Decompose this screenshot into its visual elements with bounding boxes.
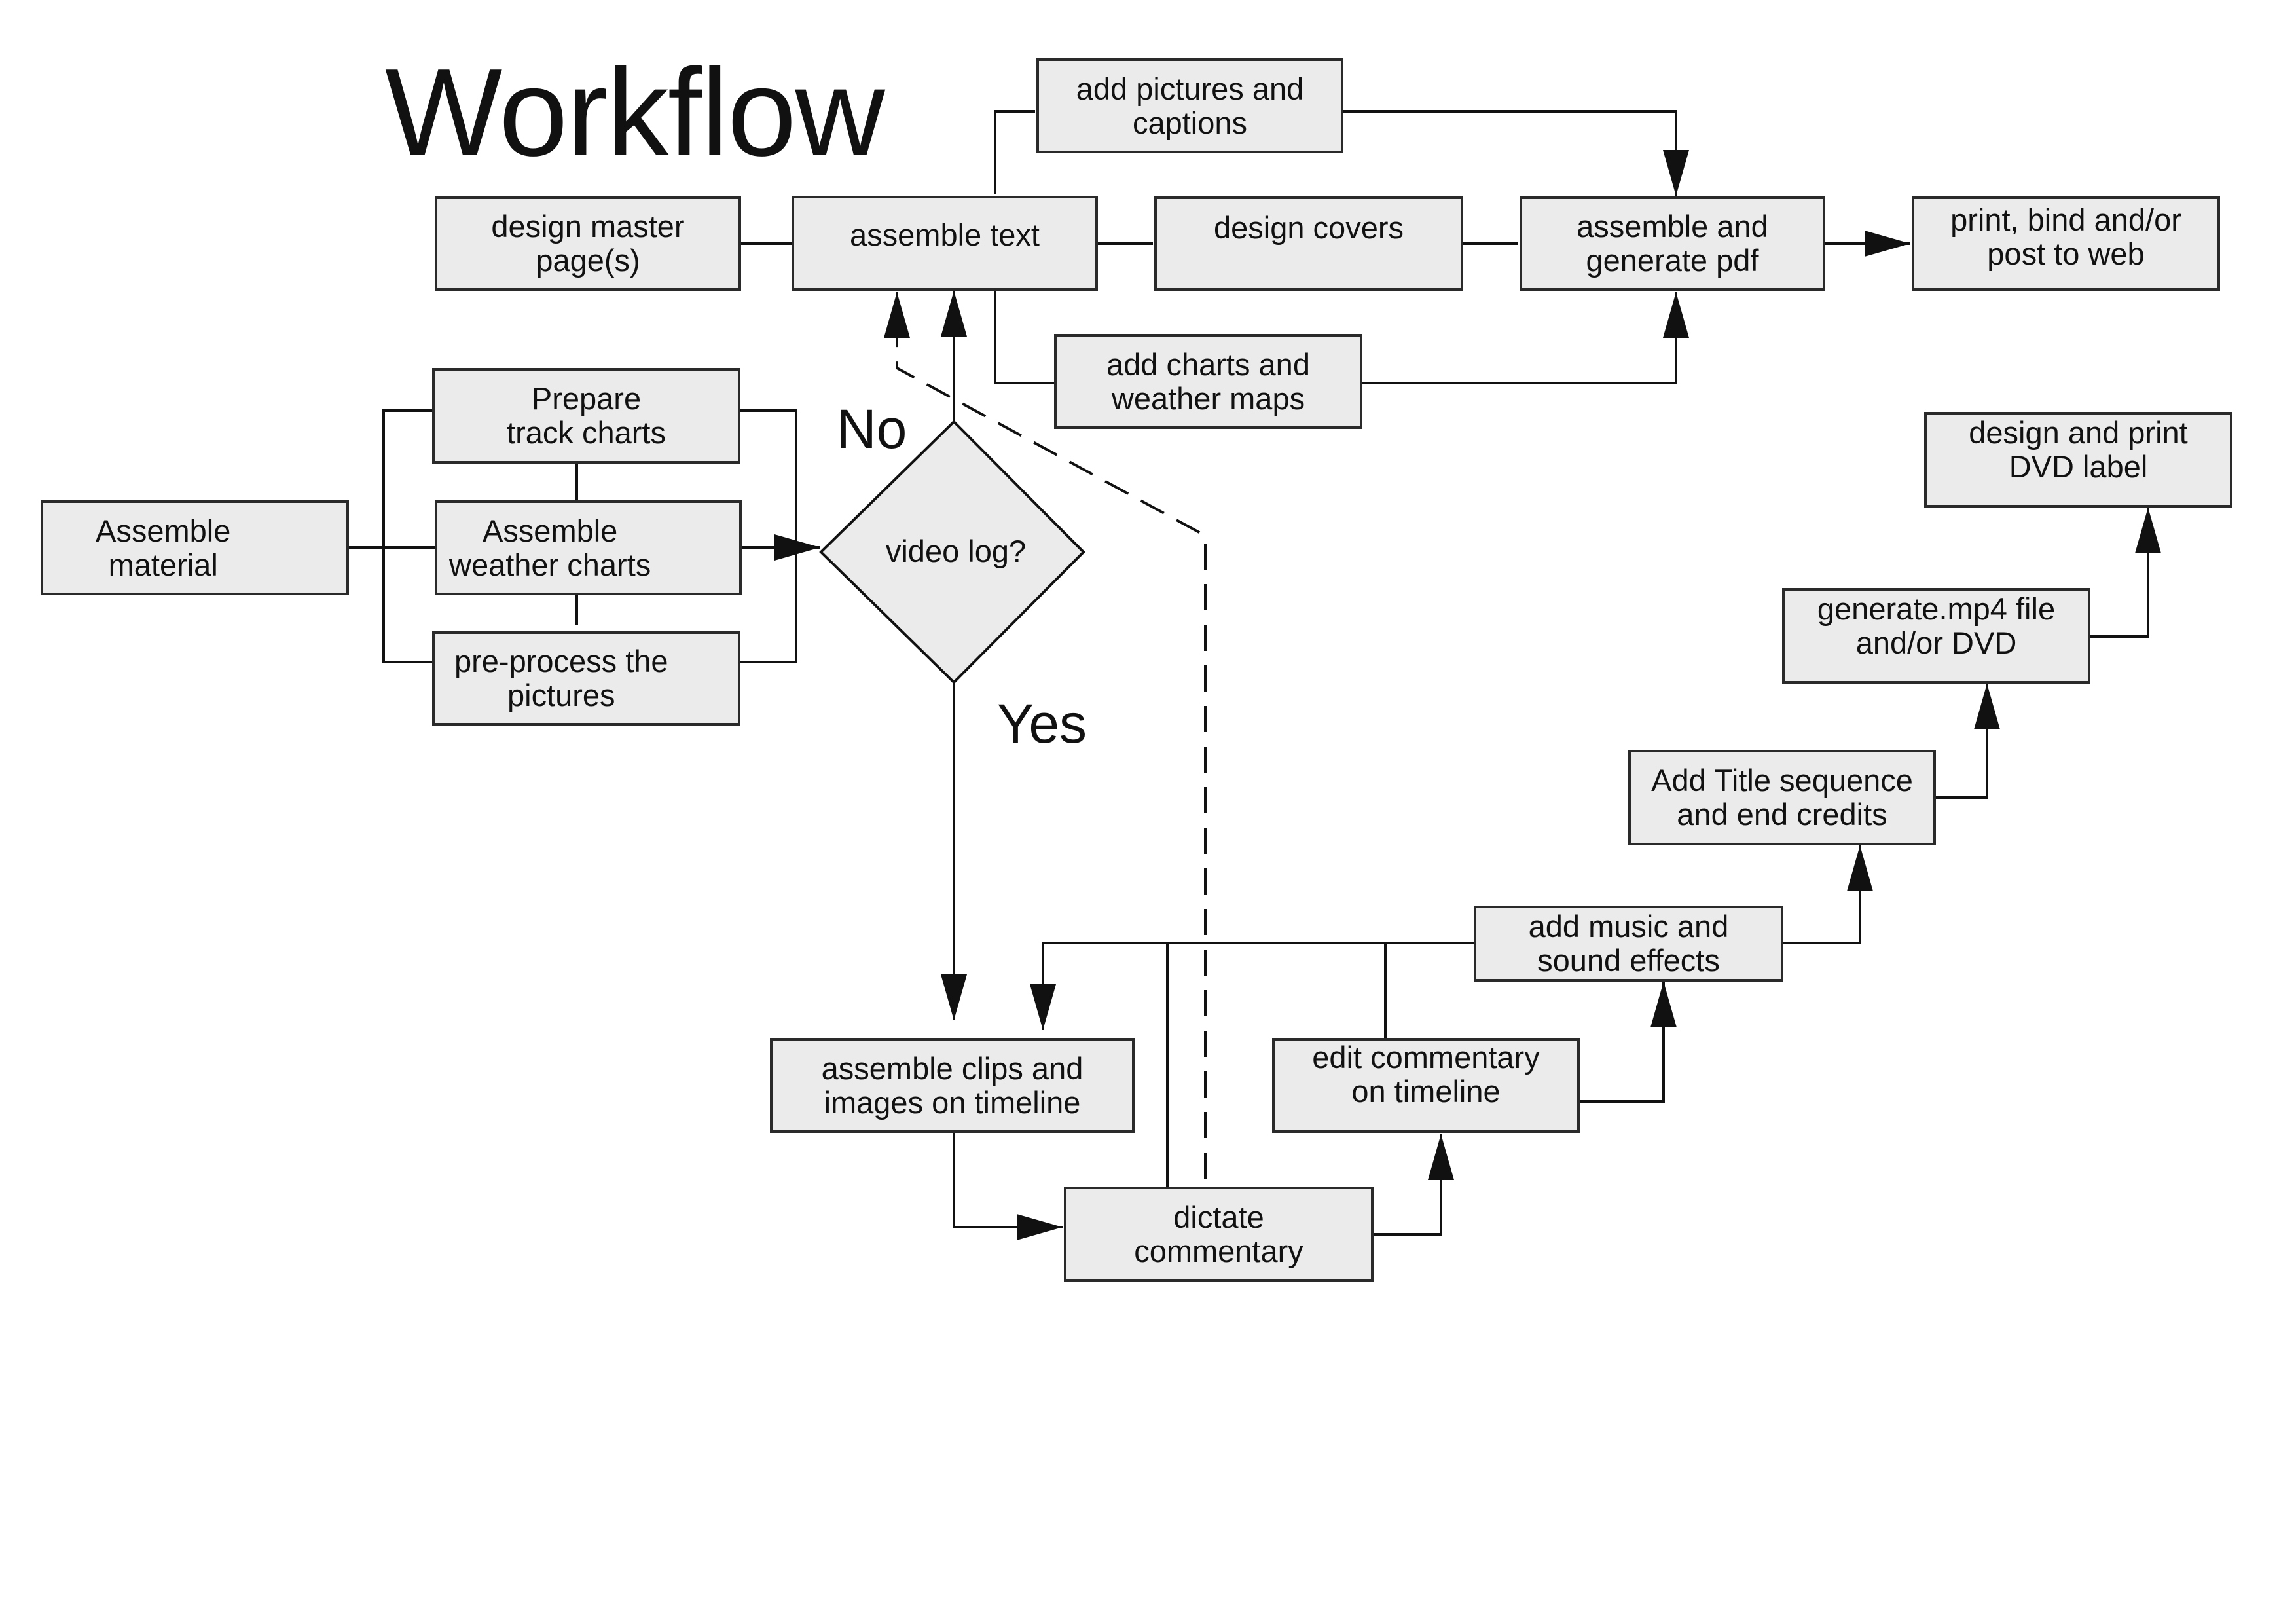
node-edit-commentary: edit commentary on timeline <box>1272 1038 1580 1133</box>
edge-charts-pdf <box>1361 292 1689 384</box>
node-add-music: add music and sound effects <box>1474 906 1783 982</box>
edge-title-mp4 <box>1935 684 2000 799</box>
page-title: Workflow <box>385 43 885 182</box>
node-label: print, bind and/or post to web <box>1950 202 2181 271</box>
node-label: edit commentary on timeline <box>1312 1040 1540 1109</box>
node-label: add music and sound effects <box>1528 909 1729 978</box>
node-design-covers: design covers <box>1154 196 1463 291</box>
decision-label: video log? <box>885 534 1027 568</box>
node-design-dvd-label: design and print DVD label <box>1924 412 2232 507</box>
node-preprocess-pictures: pre-process the pictures <box>432 631 740 726</box>
node-add-charts: add charts and weather maps <box>1054 334 1362 429</box>
node-label: Prepare track charts <box>507 381 666 450</box>
edge-text-charts <box>994 291 1054 384</box>
node-label: pre-process the pictures <box>454 644 668 712</box>
edge-music-title <box>1782 845 1873 944</box>
node-add-pictures: add pictures and captions <box>1036 58 1343 153</box>
node-label: assemble clips and images on timeline <box>821 1050 1084 1120</box>
node-label: assemble text <box>850 217 1040 252</box>
node-label: Add Title sequence and end credits <box>1651 763 1913 832</box>
decision-no-label: No <box>837 398 907 460</box>
node-assemble-material: Assemble material <box>41 500 349 595</box>
bracket-right <box>739 409 797 663</box>
node-add-title: Add Title sequence and end credits <box>1628 750 1936 845</box>
node-label: design and print DVD label <box>1969 415 2188 484</box>
decision-yes-label: Yes <box>997 693 1087 754</box>
edge-mp4-dvd <box>2089 507 2161 638</box>
edge-music-clips <box>1030 942 1474 1030</box>
node-label: design master page(s) <box>491 209 685 278</box>
node-label: add pictures and captions <box>1076 71 1304 140</box>
node-assemble-pdf: assemble and generate pdf <box>1520 196 1825 291</box>
bracket-left <box>382 409 432 663</box>
node-label: Assemble weather charts <box>449 513 651 582</box>
node-print-bind: print, bind and/or post to web <box>1912 196 2220 291</box>
node-generate-mp4: generate.mp4 file and/or DVD <box>1782 588 2090 684</box>
node-label: design covers <box>1214 210 1404 245</box>
node-assemble-text: assemble text <box>792 196 1098 291</box>
edge-dictate-edit <box>1372 1134 1454 1236</box>
edge-edit-music <box>1578 982 1677 1103</box>
node-dictate-commentary: dictate commentary <box>1064 1187 1374 1282</box>
edge-pictures-pdf <box>1342 110 1689 196</box>
node-label: generate.mp4 file and/or DVD <box>1817 591 2056 660</box>
edge-text-pictures <box>994 110 1035 194</box>
node-label: add charts and weather maps <box>1106 346 1310 416</box>
node-label: dictate commentary <box>1134 1199 1303 1268</box>
node-label: assemble and generate pdf <box>1576 209 1768 278</box>
node-design-master: design master page(s) <box>435 196 741 291</box>
node-prepare-track: Prepare track charts <box>432 368 740 464</box>
edge-clips-dictate <box>953 1132 1063 1240</box>
node-assemble-clips: assemble clips and images on timeline <box>770 1038 1135 1133</box>
node-label: Assemble material <box>96 513 231 582</box>
edge-dictate-text-dashed <box>884 292 1207 1179</box>
node-assemble-weather: Assemble weather charts <box>435 500 742 595</box>
